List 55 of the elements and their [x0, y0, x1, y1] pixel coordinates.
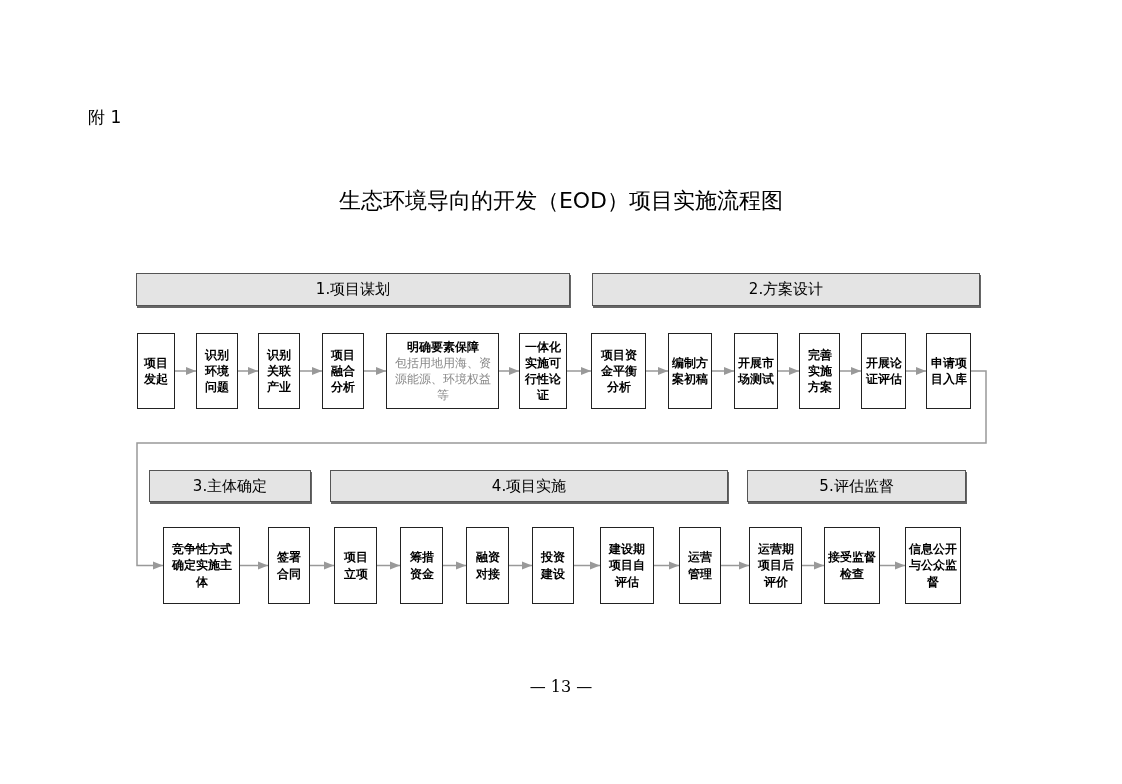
arrow — [801, 561, 825, 570]
process-box: 识别关联产业 — [258, 333, 300, 409]
arrow — [905, 366, 927, 376]
process-box: 项目立项 — [334, 527, 377, 604]
page-number: — 13 — — [528, 677, 594, 696]
arrow — [174, 366, 197, 376]
process-box: 筹措资金 — [400, 527, 443, 604]
arrow — [508, 561, 533, 570]
arrow — [653, 561, 680, 570]
process-box: 开展论证评估 — [861, 333, 906, 409]
arrow — [566, 366, 592, 376]
box-title: 明确要素保障 — [406, 338, 479, 355]
phase-header: 2.方案设计 — [592, 273, 980, 306]
process-box: 签署合同 — [268, 527, 310, 604]
arrow — [136, 370, 987, 570]
arrow — [839, 366, 862, 376]
process-box: 编制方案初稿 — [668, 333, 712, 409]
arrow — [879, 561, 906, 570]
process-box: 申请项目入库 — [926, 333, 971, 409]
process-box: 融资对接 — [466, 527, 509, 604]
process-box: 项目融合分析 — [322, 333, 364, 409]
phase-header: 5.评估监督 — [747, 470, 966, 502]
arrow — [376, 561, 401, 570]
arrow — [239, 561, 269, 570]
process-box: 建设期项目自评估 — [600, 527, 654, 604]
process-box — [386, 333, 499, 409]
arrow — [573, 561, 601, 570]
phase-header: 1.项目谋划 — [136, 273, 570, 306]
process-box: 项目发起 — [137, 333, 175, 409]
process-box: 项目资金平衡分析 — [591, 333, 646, 409]
arrow — [442, 561, 467, 570]
arrow — [237, 366, 259, 376]
arrow — [645, 366, 669, 376]
phase-header: 4.项目实施 — [330, 470, 728, 502]
process-box: 运营管理 — [679, 527, 721, 604]
arrow — [777, 366, 800, 376]
process-box: 接受监督检查 — [824, 527, 880, 604]
process-box: 一体化实施可行性论证 — [519, 333, 567, 409]
arrow — [711, 366, 735, 376]
arrow — [498, 366, 520, 376]
box-description: 包括用地用海、资源能源、环境权益等 — [393, 354, 492, 404]
annex-label: 附 1 — [88, 106, 122, 129]
arrow — [363, 366, 387, 376]
process-box: 竞争性方式确定实施主体 — [163, 527, 240, 604]
phase-header: 3.主体确定 — [149, 470, 311, 502]
arrow — [309, 561, 335, 570]
process-box: 完善实施方案 — [799, 333, 840, 409]
arrow — [720, 561, 750, 570]
process-box: 开展市场测试 — [734, 333, 778, 409]
process-box: 运营期项目后评价 — [749, 527, 802, 604]
arrow — [299, 366, 323, 376]
process-box: 识别环境问题 — [196, 333, 238, 409]
diagram-title: 生态环境导向的开发（EOD）项目实施流程图 — [337, 187, 785, 215]
process-box: 信息公开与公众监督 — [905, 527, 961, 604]
process-box: 投资建设 — [532, 527, 574, 604]
